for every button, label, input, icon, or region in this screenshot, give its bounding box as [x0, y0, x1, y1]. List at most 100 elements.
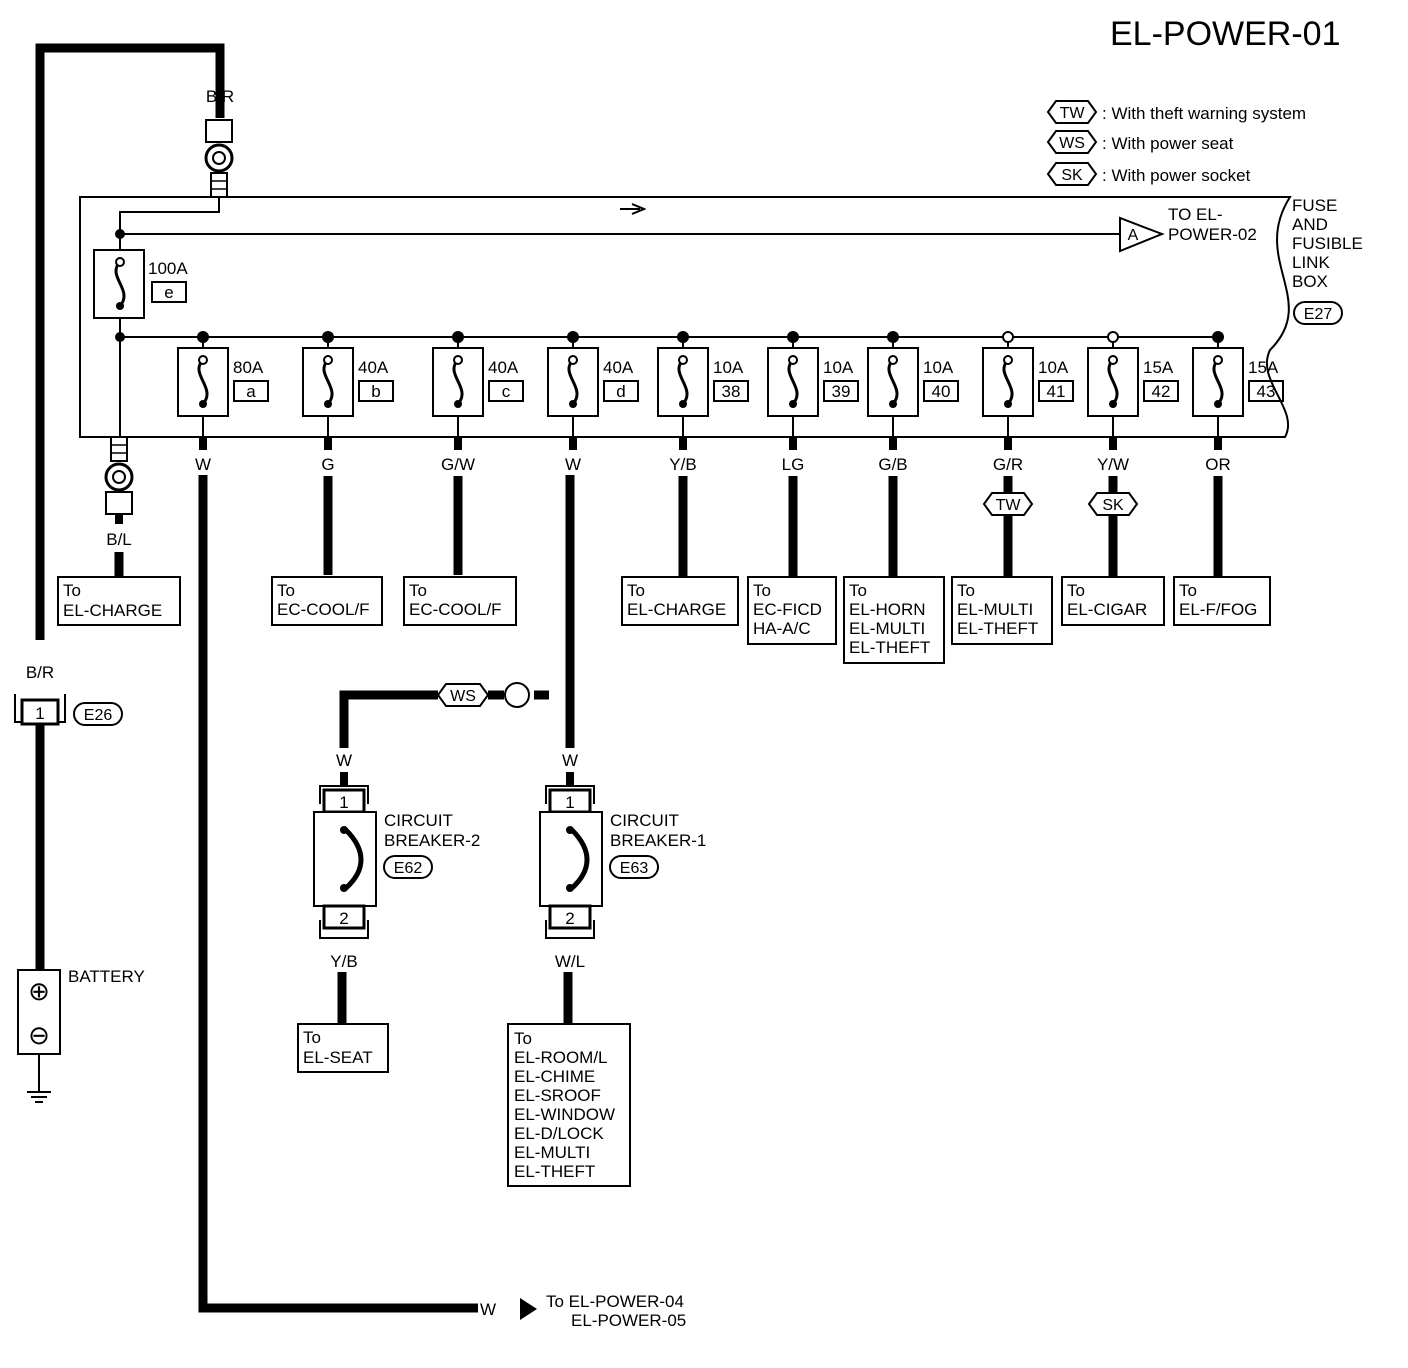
fuse-id-box — [923, 380, 959, 402]
battery-connector-e26: 1 E26 — [14, 694, 123, 726]
connector-outline — [545, 785, 595, 804]
fuse-terminal — [116, 302, 124, 310]
destination-line: To — [957, 581, 975, 600]
destination-box — [57, 576, 181, 626]
circuit-breaker-2: W 1 2 CIRCUIT BREAKER-2 E62 Y/B To EL-SE… — [297, 751, 480, 1073]
fuse-terminal — [789, 400, 797, 408]
tw-diamond-icon — [1046, 100, 1098, 124]
destination-line: To — [63, 581, 81, 600]
fuse-id: e — [164, 283, 173, 302]
destination-line: EL-CHIME — [514, 1067, 595, 1086]
connector-pin-icon — [548, 904, 592, 930]
fuse-box-outline — [79, 196, 1292, 438]
destination-line: To — [409, 581, 427, 600]
bus-junction — [677, 331, 689, 343]
fuse-terminal — [1214, 400, 1222, 408]
connector-pin: 1 — [565, 793, 574, 812]
legend-item-sk: SK : With power socket — [1046, 162, 1251, 186]
destination-line: EC-COOL/F — [277, 600, 370, 619]
destination-box — [271, 576, 383, 626]
connector-housing-icon — [205, 119, 233, 143]
destination-boxes: ToEC-COOL/FToEC-COOL/FToEL-CHARGEToEC-FI… — [271, 576, 1271, 664]
wire-color-label: W — [195, 455, 211, 474]
connector-pin-icon — [322, 904, 366, 930]
fuse-id-box — [233, 380, 269, 402]
fuse-rating: 40A — [488, 358, 519, 377]
fuse-id: d — [616, 382, 625, 401]
battery-plus: ⊕ — [28, 976, 50, 1006]
wire-color-label: Y/B — [330, 952, 357, 971]
bus-junction — [1107, 331, 1119, 343]
connector-ring-inner — [212, 151, 226, 165]
fuse-terminal — [1213, 355, 1223, 365]
ground-icon — [27, 1091, 51, 1103]
battery-feed-wire — [35, 43, 225, 640]
fuse-terminal — [324, 400, 332, 408]
legend-code: SK — [1061, 167, 1083, 184]
fuse-id: 39 — [832, 382, 851, 401]
fuse-box-label-line: LINK — [1292, 253, 1330, 272]
fuse-id: 43 — [1257, 382, 1276, 401]
destination-box — [747, 576, 837, 645]
fuse-rating: 40A — [603, 358, 634, 377]
arrow-right-icon — [520, 1298, 537, 1320]
bus-drop-wire — [119, 197, 220, 250]
bus-junction — [452, 331, 464, 343]
destination-line: To — [303, 1028, 321, 1047]
bus-junction — [567, 331, 579, 343]
charge-connector — [104, 436, 134, 524]
connector-pin: 1 — [35, 704, 44, 723]
wire-color-label: Y/B — [669, 455, 696, 474]
fuse-terminal — [888, 355, 898, 365]
junction-dot — [115, 229, 125, 239]
fuse-box-label-line: FUSE — [1292, 196, 1337, 215]
destination-line: To — [277, 581, 295, 600]
triangle-connector-icon — [1119, 216, 1165, 253]
fuse-terminal — [115, 257, 125, 267]
fuse-terminal — [1004, 400, 1012, 408]
destination-line: EL-D/LOCK — [514, 1124, 604, 1143]
fuse-id: 40 — [932, 382, 951, 401]
destination-line: TO EL- — [1168, 205, 1222, 224]
destination-box — [951, 576, 1053, 645]
bus-junction — [1212, 331, 1224, 343]
connector-badge — [609, 855, 659, 879]
fuse-terminal — [1003, 355, 1013, 365]
connector-pin: 2 — [565, 909, 574, 928]
splice-point-icon — [504, 682, 530, 708]
option-code: WS — [450, 688, 476, 705]
wire-color-label: OR — [1205, 455, 1231, 474]
destination-line: To — [849, 581, 867, 600]
fuse-terminal — [569, 400, 577, 408]
fuse-id-box — [358, 380, 394, 402]
fuse-terminal — [889, 400, 897, 408]
destination-line: POWER-02 — [1168, 225, 1257, 244]
bus-junction — [887, 331, 899, 343]
connector-badge — [383, 855, 433, 879]
junction-dot — [115, 332, 125, 342]
connector-badge — [73, 702, 123, 726]
top-wire-label: B/R — [206, 87, 234, 106]
bus-junction — [197, 331, 209, 343]
connector-a-to-power02: A TO EL- POWER-02 — [1119, 205, 1257, 253]
dest-charge: To EL-CHARGE — [57, 576, 181, 626]
connector-housing-icon — [105, 491, 133, 515]
fuse-terminal — [568, 355, 578, 365]
fuse-id: b — [371, 382, 380, 401]
fuse-box-label: FUSE AND FUSIBLE LINK BOX E27 — [1292, 196, 1363, 325]
tw-option-marker: TW — [982, 492, 1034, 516]
fuse-terminal — [323, 355, 333, 365]
connector-badge — [1293, 301, 1343, 325]
fuse-terminal — [199, 400, 207, 408]
connector-letter: A — [1128, 227, 1139, 244]
destination-box — [1061, 576, 1165, 626]
wire-color-label: B/R — [26, 663, 54, 682]
legend-text: : With theft warning system — [1102, 104, 1306, 123]
breaker-label: BREAKER-2 — [384, 831, 480, 850]
destination-line: To — [514, 1029, 532, 1048]
